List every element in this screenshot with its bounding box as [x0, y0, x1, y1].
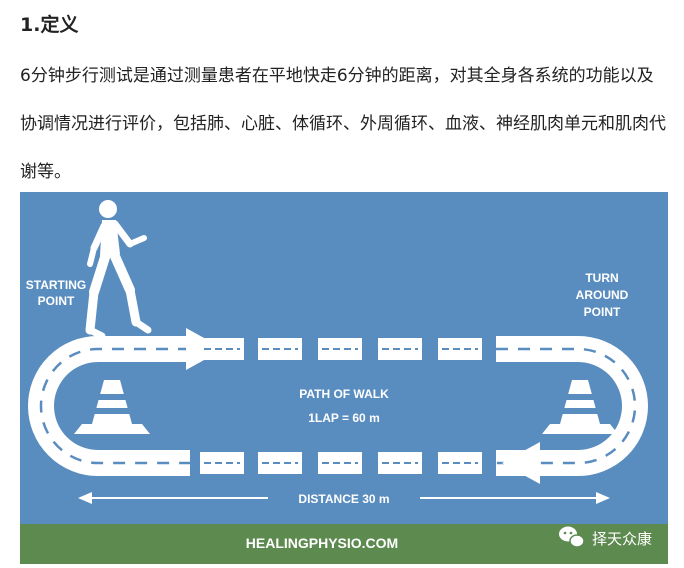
turn-label-line2: AROUND	[576, 288, 629, 302]
footer-site-label: HEALINGPHYSIO.COM	[246, 535, 398, 551]
definition-paragraph: 6分钟步行测试是通过测量患者在平地快走6分钟的距离，对其全身各系统的功能以及协调…	[20, 66, 666, 182]
walk-test-illustration: STARTING POINT TURN AROUND POINT PATH OF…	[20, 192, 668, 564]
turn-label-line3: POINT	[584, 305, 621, 319]
top-path-segments	[200, 338, 482, 360]
walk-test-figure: STARTING POINT TURN AROUND POINT PATH OF…	[20, 192, 668, 564]
watermark-text: 择天众康	[592, 530, 652, 548]
return-arrow-head	[502, 442, 540, 484]
start-label-line1: STARTING	[26, 278, 86, 292]
right-track-curve	[496, 336, 648, 476]
distance-arrow	[78, 492, 610, 504]
start-label-line2: POINT	[38, 294, 75, 308]
wechat-icon	[559, 526, 585, 548]
left-track-centerline	[39, 347, 190, 465]
walking-person-icon	[85, 200, 152, 340]
bottom-path-segments	[200, 452, 482, 474]
turn-label-line1: TURN	[585, 271, 618, 285]
right-cone-icon	[542, 380, 618, 434]
distance-label: DISTANCE 30 m	[298, 492, 389, 506]
section-heading: 1.定义	[20, 14, 79, 36]
path-label: PATH OF WALK	[299, 387, 389, 401]
left-cone-icon	[74, 380, 150, 434]
lap-label: 1LAP = 60 m	[308, 411, 379, 425]
